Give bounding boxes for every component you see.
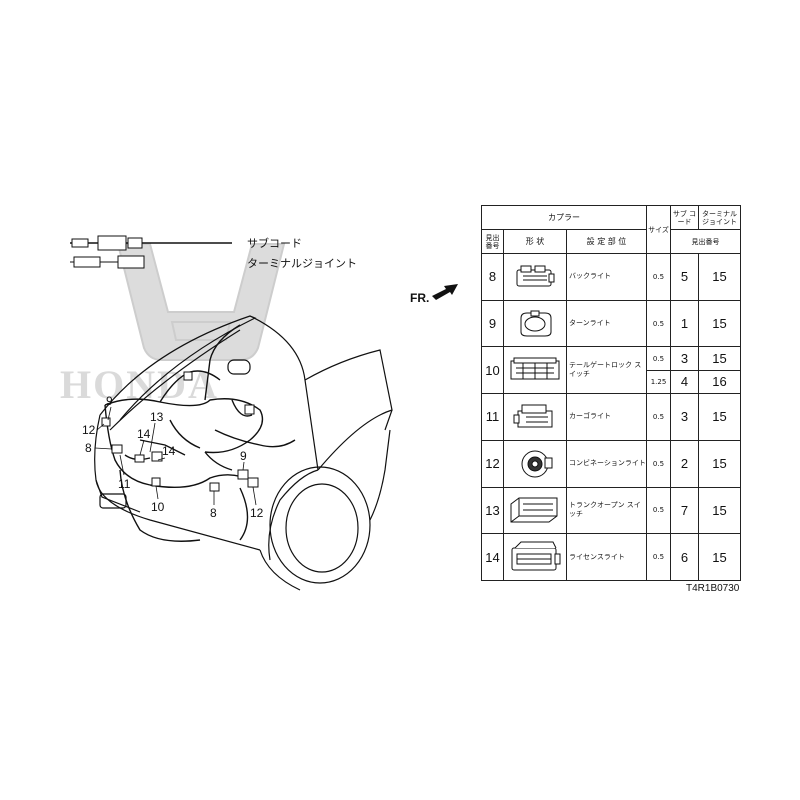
legend-terminal-joint-label: ターミナルジョイント (247, 257, 357, 270)
callout-14-a: 14 (137, 427, 151, 441)
row-shape (503, 533, 567, 581)
row-location: テールゲートロック スイッチ (566, 346, 647, 395)
row-sub-cord: 7 (670, 486, 699, 535)
table-row: 9 ターンライト 0.5 1 15 (481, 299, 741, 348)
callout-leaders (94, 406, 257, 506)
header-terminal-joint: ターミナル ジョイント (698, 205, 741, 230)
row-sub-cord: 5 (670, 253, 699, 301)
callout-13: 13 (150, 410, 164, 424)
callout-9: 9 (106, 394, 113, 408)
row-size: 0.5 (646, 393, 671, 441)
flat-connector-icon (510, 497, 558, 523)
row-shape (503, 486, 567, 535)
row-ref-no: 14 (481, 533, 504, 581)
table-row: 8 バックライト 0.5 5 15 (481, 253, 741, 301)
header-coupler: カプラー (481, 205, 647, 230)
row-terminal-joint: 15 (698, 346, 741, 371)
header-shape: 形 状 (503, 229, 567, 254)
row-ref-no: 13 (481, 486, 504, 535)
table-row: 14 ライセンスライト 0.5 6 15 (481, 533, 741, 581)
row-location: カーゴライト (566, 393, 647, 441)
front-label: FR. (410, 291, 429, 305)
header-ref-no: 見出 番号 (481, 229, 504, 254)
legend: サブコード ターミナルジョイント (70, 235, 357, 270)
socket-connector-icon (521, 450, 553, 478)
table-row: 1.25 4 16 (482, 369, 741, 395)
row-size: 0.5 (646, 533, 671, 581)
callout-9-b: 9 (240, 449, 247, 463)
callout-8-b: 8 (210, 506, 217, 520)
row-size: 1.25 (646, 369, 671, 395)
row-ref-no: 12 (481, 439, 504, 488)
legend-sub-cord-label: サブコード (247, 236, 302, 250)
table-row: 12 コンビネーションライト 0.5 2 15 (481, 439, 741, 488)
table-row: 11 カーゴライト 0.5 3 15 (481, 393, 741, 441)
row-terminal-joint: 15 (698, 299, 741, 348)
row-sub-cord: 6 (670, 533, 699, 581)
table-row: 10 テールゲートロック スイッチ 0.5 3 15 (481, 346, 741, 395)
callout-numbers: 9 12 8 11 13 14 14 10 9 8 12 (82, 394, 264, 520)
row-ref-no: 10 (481, 346, 504, 395)
row-location: コンビネーションライト (566, 439, 647, 488)
row-terminal-joint: 15 (698, 486, 741, 535)
header-sub-cord: サブ コード (670, 205, 699, 230)
callout-11: 11 (118, 477, 131, 491)
row-terminal-joint: 15 (698, 439, 741, 488)
wide-connector-icon (510, 357, 560, 380)
row-sub-cord: 2 (670, 439, 699, 488)
coupler-table: カプラー サイズ サブ コード ターミナル ジョイント 見出 番号 形 状 設 … (481, 205, 741, 581)
row-location: ライセンスライト (566, 533, 647, 581)
harness-connectors (101, 371, 259, 492)
honda-wordmark: HONDA (60, 362, 219, 407)
row-sub-cord: 3 (670, 346, 699, 371)
callout-8: 8 (85, 441, 92, 455)
row-size: 0.5 (646, 299, 671, 348)
row-location: ターンライト (566, 299, 647, 348)
row-size: 0.5 (646, 439, 671, 488)
header-ref-no-2: 見出番号 (670, 229, 741, 254)
row-shape (503, 439, 567, 488)
callout-10: 10 (151, 500, 165, 514)
row-shape (503, 393, 567, 441)
row-location: バックライト (566, 253, 647, 301)
row-sub-cord: 4 (670, 369, 699, 395)
row-sub-cord: 3 (670, 393, 699, 441)
diagram-part-code: T4R1B0730 (686, 583, 740, 594)
row-sub-cord: 1 (670, 299, 699, 348)
block-connector-icon (511, 541, 561, 571)
callout-12: 12 (82, 423, 96, 437)
row-terminal-joint: 15 (698, 393, 741, 441)
row-ref-no: 9 (481, 299, 504, 348)
row-shape (503, 299, 567, 348)
row-size: 0.5 (646, 486, 671, 535)
round-connector-icon (520, 310, 552, 337)
callout-14-b: 14 (162, 444, 176, 458)
row-shape (503, 346, 567, 395)
row-location: トランクオープン スイッチ (566, 486, 647, 535)
row-size: 0.5 (646, 346, 671, 371)
row-terminal-joint: 15 (698, 253, 741, 301)
row-terminal-joint: 15 (698, 533, 741, 581)
header-size: サイズ (646, 205, 671, 254)
row-size: 0.5 (646, 253, 671, 301)
row-ref-no: 8 (481, 253, 504, 301)
row-ref-no: 11 (481, 393, 504, 441)
row-terminal-joint: 16 (698, 369, 741, 395)
front-arrow-icon (432, 284, 458, 300)
coupler-connector-icon (516, 265, 555, 287)
callout-12-b: 12 (250, 506, 264, 520)
row-shape (503, 253, 567, 301)
table-row: 13 トランクオープン スイッチ 0.5 7 15 (481, 486, 741, 535)
stepped-connector-icon (513, 404, 553, 428)
car-rear-body (94, 315, 393, 591)
front-direction-indicator: FR. (410, 284, 458, 305)
header-install-location: 設 定 部 位 (566, 229, 647, 254)
